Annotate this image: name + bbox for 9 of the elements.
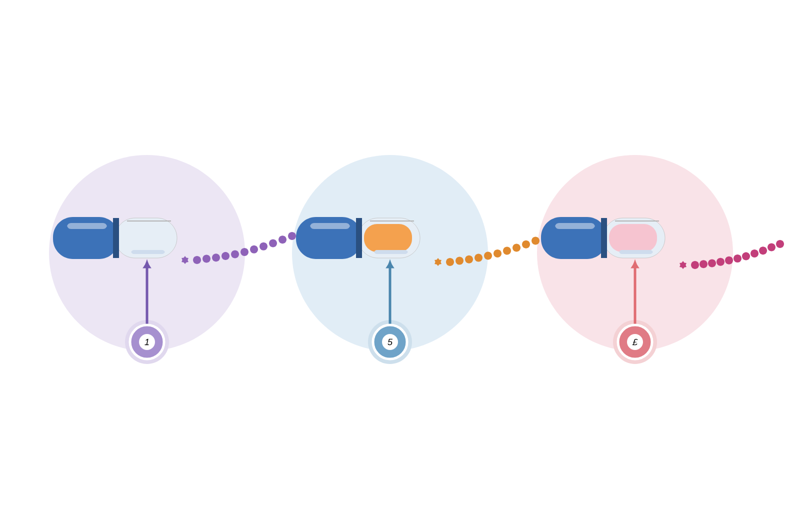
capsule-drawing bbox=[541, 217, 666, 259]
arrow bbox=[631, 261, 639, 324]
capsule-drawing bbox=[296, 217, 420, 259]
arrow bbox=[143, 261, 151, 324]
number-badge: 5 bbox=[368, 320, 412, 364]
number-badge: £ bbox=[613, 320, 657, 364]
number-badge: 1 bbox=[125, 320, 169, 364]
arrow bbox=[386, 261, 394, 324]
capsule-drawing bbox=[53, 217, 178, 259]
